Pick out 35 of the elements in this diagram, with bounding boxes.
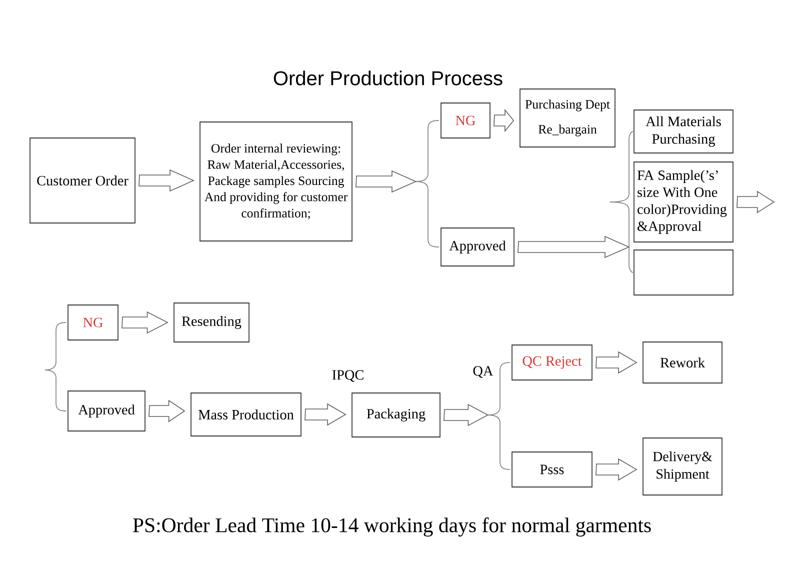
process-box: Purchasing Dept Re_bargain [520,88,616,148]
process-box: Delivery& Shipment [642,438,722,496]
process-box: Approved [440,228,514,266]
process-box: Packaging [352,392,440,438]
block-arrow [444,404,489,426]
edge-label: IPQC [330,369,366,383]
process-box: All Materials Purchasing [634,110,734,154]
block-arrow [736,190,775,214]
block-arrow [518,236,630,258]
process-box: NG [68,304,118,340]
block-arrow [596,458,638,481]
process-box: Approved [68,390,146,432]
empty-box [634,250,734,296]
block-arrow [304,403,346,426]
process-box: Customer Order [30,138,136,224]
curly-brace [44,322,66,412]
process-box: Resending [174,302,250,342]
curly-brace [416,120,440,248]
process-box: Mass Production [190,392,302,436]
block-arrow [122,311,168,334]
block-arrow [596,351,638,374]
block-arrow [494,108,514,132]
process-box: Psss [512,452,592,488]
title: Order Production Process [274,70,502,86]
process-box: FA Sample(’s’ size With One color)Providing &Approval [634,162,734,242]
process-box: Order internal reviewing: Raw Material,Accessories, Package samples Sourcing And providing for customer confirmation; [200,122,352,242]
curly-brace [610,131,634,273]
block-arrow [356,170,417,193]
process-box: QC Reject [512,344,592,380]
edge-label: QA [472,365,494,379]
block-arrow [148,400,186,422]
process-box: Rework [642,342,722,384]
block-arrow [138,169,195,192]
process-box: NG [440,102,490,138]
note: PS:Order Lead Time 10-14 working days for normal garments [133,517,651,537]
